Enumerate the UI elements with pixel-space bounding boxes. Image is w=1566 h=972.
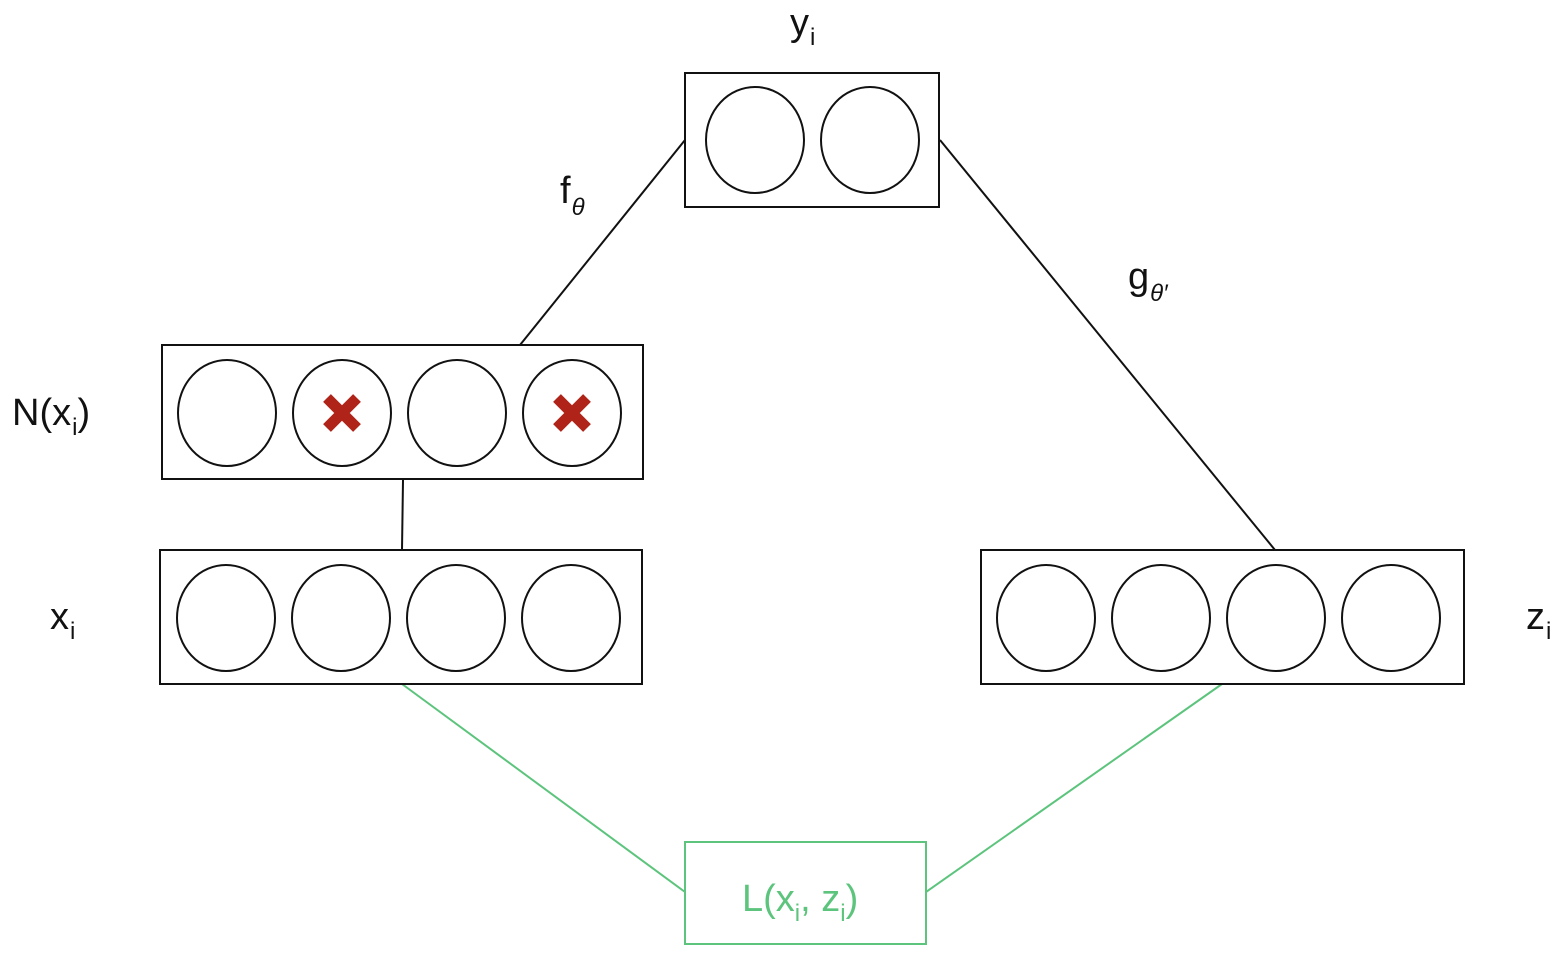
input-node: [291, 564, 391, 672]
reconstruction-node: [1226, 564, 1326, 672]
output-layer-nodes: [705, 86, 920, 194]
loss-edge-input: [401, 683, 686, 893]
encoder-label: fθ: [560, 170, 585, 221]
loss-label: L(xi, zi): [742, 878, 859, 927]
input-node: [521, 564, 621, 672]
output-node: [820, 86, 920, 194]
encoder-edge: [519, 139, 686, 346]
corrupted-layer-label: N(xi): [12, 392, 91, 441]
corrupted-node: [177, 359, 277, 467]
reconstruction-node: [1341, 564, 1441, 672]
input-node: [176, 564, 276, 672]
reconstruction-node: [996, 564, 1096, 672]
input-node: [406, 564, 506, 672]
output-node: [705, 86, 805, 194]
decoder-edge: [939, 139, 1276, 551]
output-layer-label: yi: [790, 2, 816, 51]
cross-icon: [553, 394, 591, 432]
corrupted-layer-nodes: [177, 359, 622, 467]
reconstruction-layer-nodes: [996, 564, 1441, 672]
corrupted-node: [407, 359, 507, 467]
loss-edge-reconstruction: [925, 683, 1223, 893]
cross-icon: [323, 394, 361, 432]
reconstruction-node: [1111, 564, 1211, 672]
input-layer-label: xi: [50, 596, 76, 645]
reconstruction-layer-label: zi: [1526, 596, 1552, 645]
decoder-label: gθ′: [1128, 256, 1168, 307]
corruption-edge: [401, 479, 404, 551]
loss-box: [684, 841, 927, 945]
input-layer-nodes: [176, 564, 621, 672]
